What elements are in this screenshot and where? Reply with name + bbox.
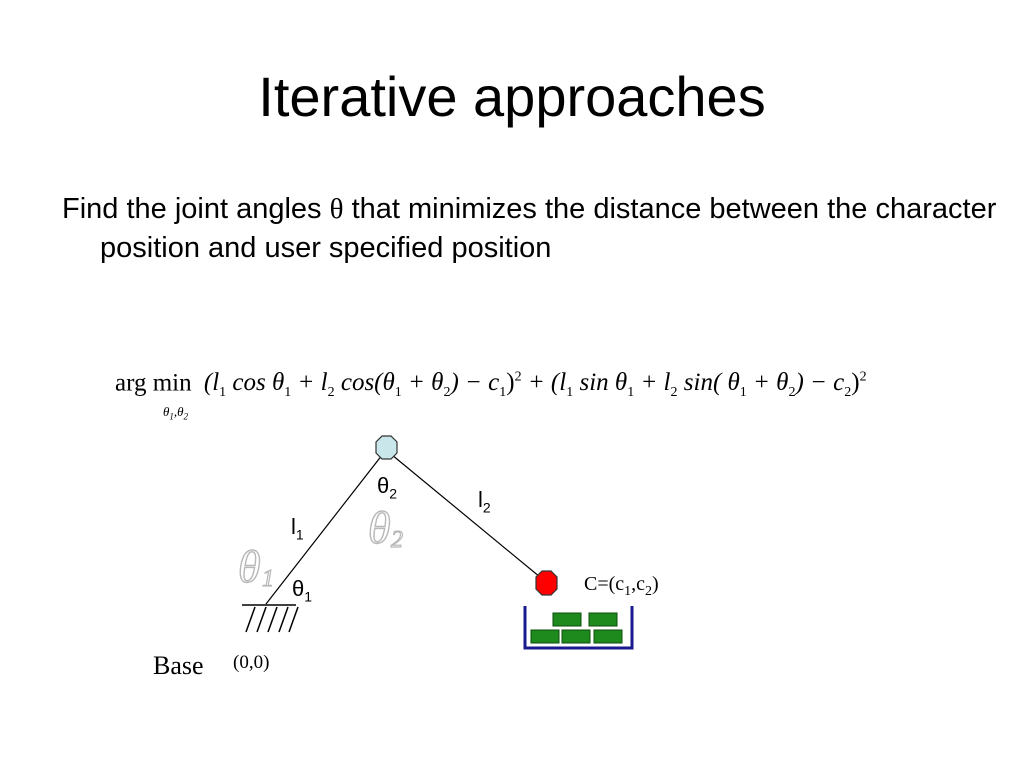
f-plus-th2: + θ [401, 369, 444, 397]
f-sin2: sin( θ [677, 369, 740, 397]
theta1-label: θ1 [292, 576, 312, 604]
ghost-theta2-icon: θ [368, 502, 391, 553]
f-plus-th2b: + θ [746, 369, 789, 397]
argmin-sub-idx-a: 1 [169, 411, 174, 422]
f-sin2-th1-idx: 1 [739, 385, 747, 401]
argmin-sub-theta-b: θ [177, 404, 184, 419]
f-cos2: cos(θ [334, 369, 395, 397]
formula-term-sin: + (l1 sin θ1 + l2 sin( θ1 + θ2) − c2)2 [521, 369, 867, 400]
target-bin-icon [523, 606, 634, 650]
l1-symbol: l [291, 514, 296, 539]
f-cos: cos θ [226, 369, 285, 397]
f-cos2-th1-idx: 1 [394, 385, 402, 401]
ghost-theta2-idx-icon: 2 [391, 527, 403, 553]
slide-title: Iterative approaches [258, 65, 766, 128]
f-plus-l2b: + l [634, 369, 671, 397]
l2-index: 2 [482, 499, 491, 516]
f-l1b-idx: 1 [566, 385, 574, 401]
theta2-symbol: θ [377, 473, 390, 498]
argmin-subscript: θ1,θ2 [163, 396, 188, 433]
link-l2 [385, 449, 547, 583]
f-plus-l2: + l [291, 369, 328, 397]
bullet-text-a: Find the joint angles [62, 193, 330, 225]
argmin-operator: arg min [115, 369, 192, 397]
f-cos2-th2-idx: 2 [443, 385, 451, 401]
target-label: C=(c1,c2) [584, 573, 659, 600]
f-sq1: 2 [514, 370, 522, 385]
formula-term-cos: (l1 cos θ1 + l2 cos(θ1 + θ2) − c1)2 [203, 369, 522, 400]
target-sep: ,c [631, 573, 646, 595]
target-idx2: 2 [645, 584, 653, 599]
l1-label: l1 [291, 514, 304, 542]
f-c2-idx: 2 [844, 385, 852, 401]
f-sq2: 2 [859, 370, 867, 385]
theta2-index: 2 [389, 485, 398, 502]
bullet-text: Find the joint angles θ that minimizes t… [62, 190, 1010, 268]
base-label: Base [153, 651, 204, 680]
target-close: ) [652, 573, 659, 595]
f-close1: ) [506, 369, 515, 397]
theta1-index: 1 [304, 588, 313, 605]
f-th1-idx: 1 [284, 385, 292, 401]
ghost-theta1-idx-icon: 1 [262, 566, 274, 592]
f-l2b-idx: 2 [670, 385, 678, 401]
f-plus-open: + (l [521, 369, 567, 397]
f-l1-idx: 1 [219, 385, 227, 401]
effector-octagon-icon [535, 570, 558, 596]
f-sin2-th2-idx: 2 [788, 385, 796, 401]
ghost-theta1-icon: θ [238, 541, 261, 592]
f-sin: sin θ [573, 369, 628, 397]
theta1-symbol: θ [292, 576, 305, 601]
f-open-l1: (l [203, 369, 220, 397]
link-l1 [265, 449, 387, 605]
l2-label: l2 [478, 487, 491, 515]
f-c1-idx: 1 [499, 385, 507, 401]
target-label-a: C=(c [584, 573, 625, 595]
f-close2: ) [851, 369, 860, 397]
argmin-sub-sep: , [173, 404, 178, 419]
objective-formula: arg min θ1,θ2 (l1 cos θ1 + l2 cos(θ1 + θ… [115, 362, 867, 421]
l2-symbol: l [478, 487, 483, 512]
f-sin-th1-idx: 1 [627, 385, 635, 401]
origin-label: (0,0) [233, 652, 270, 673]
joint-octagon-icon [375, 435, 398, 460]
bullet-text-b: that minimizes the distance between the … [100, 193, 997, 264]
argmin-sub-theta-a: θ [163, 404, 170, 419]
base-hatch-icon [245, 606, 299, 633]
l1-index: 1 [295, 526, 304, 543]
target-idx1: 1 [624, 584, 632, 599]
bricks-icon [530, 612, 623, 644]
theta-symbol: θ [329, 193, 344, 225]
f-l2-idx: 2 [327, 385, 335, 401]
f-minus-c2: ) − c [795, 369, 845, 397]
theta2-label: θ2 [377, 473, 397, 501]
f-minus-c1: ) − c [450, 369, 500, 397]
argmin-sub-idx-b: 2 [183, 411, 189, 422]
